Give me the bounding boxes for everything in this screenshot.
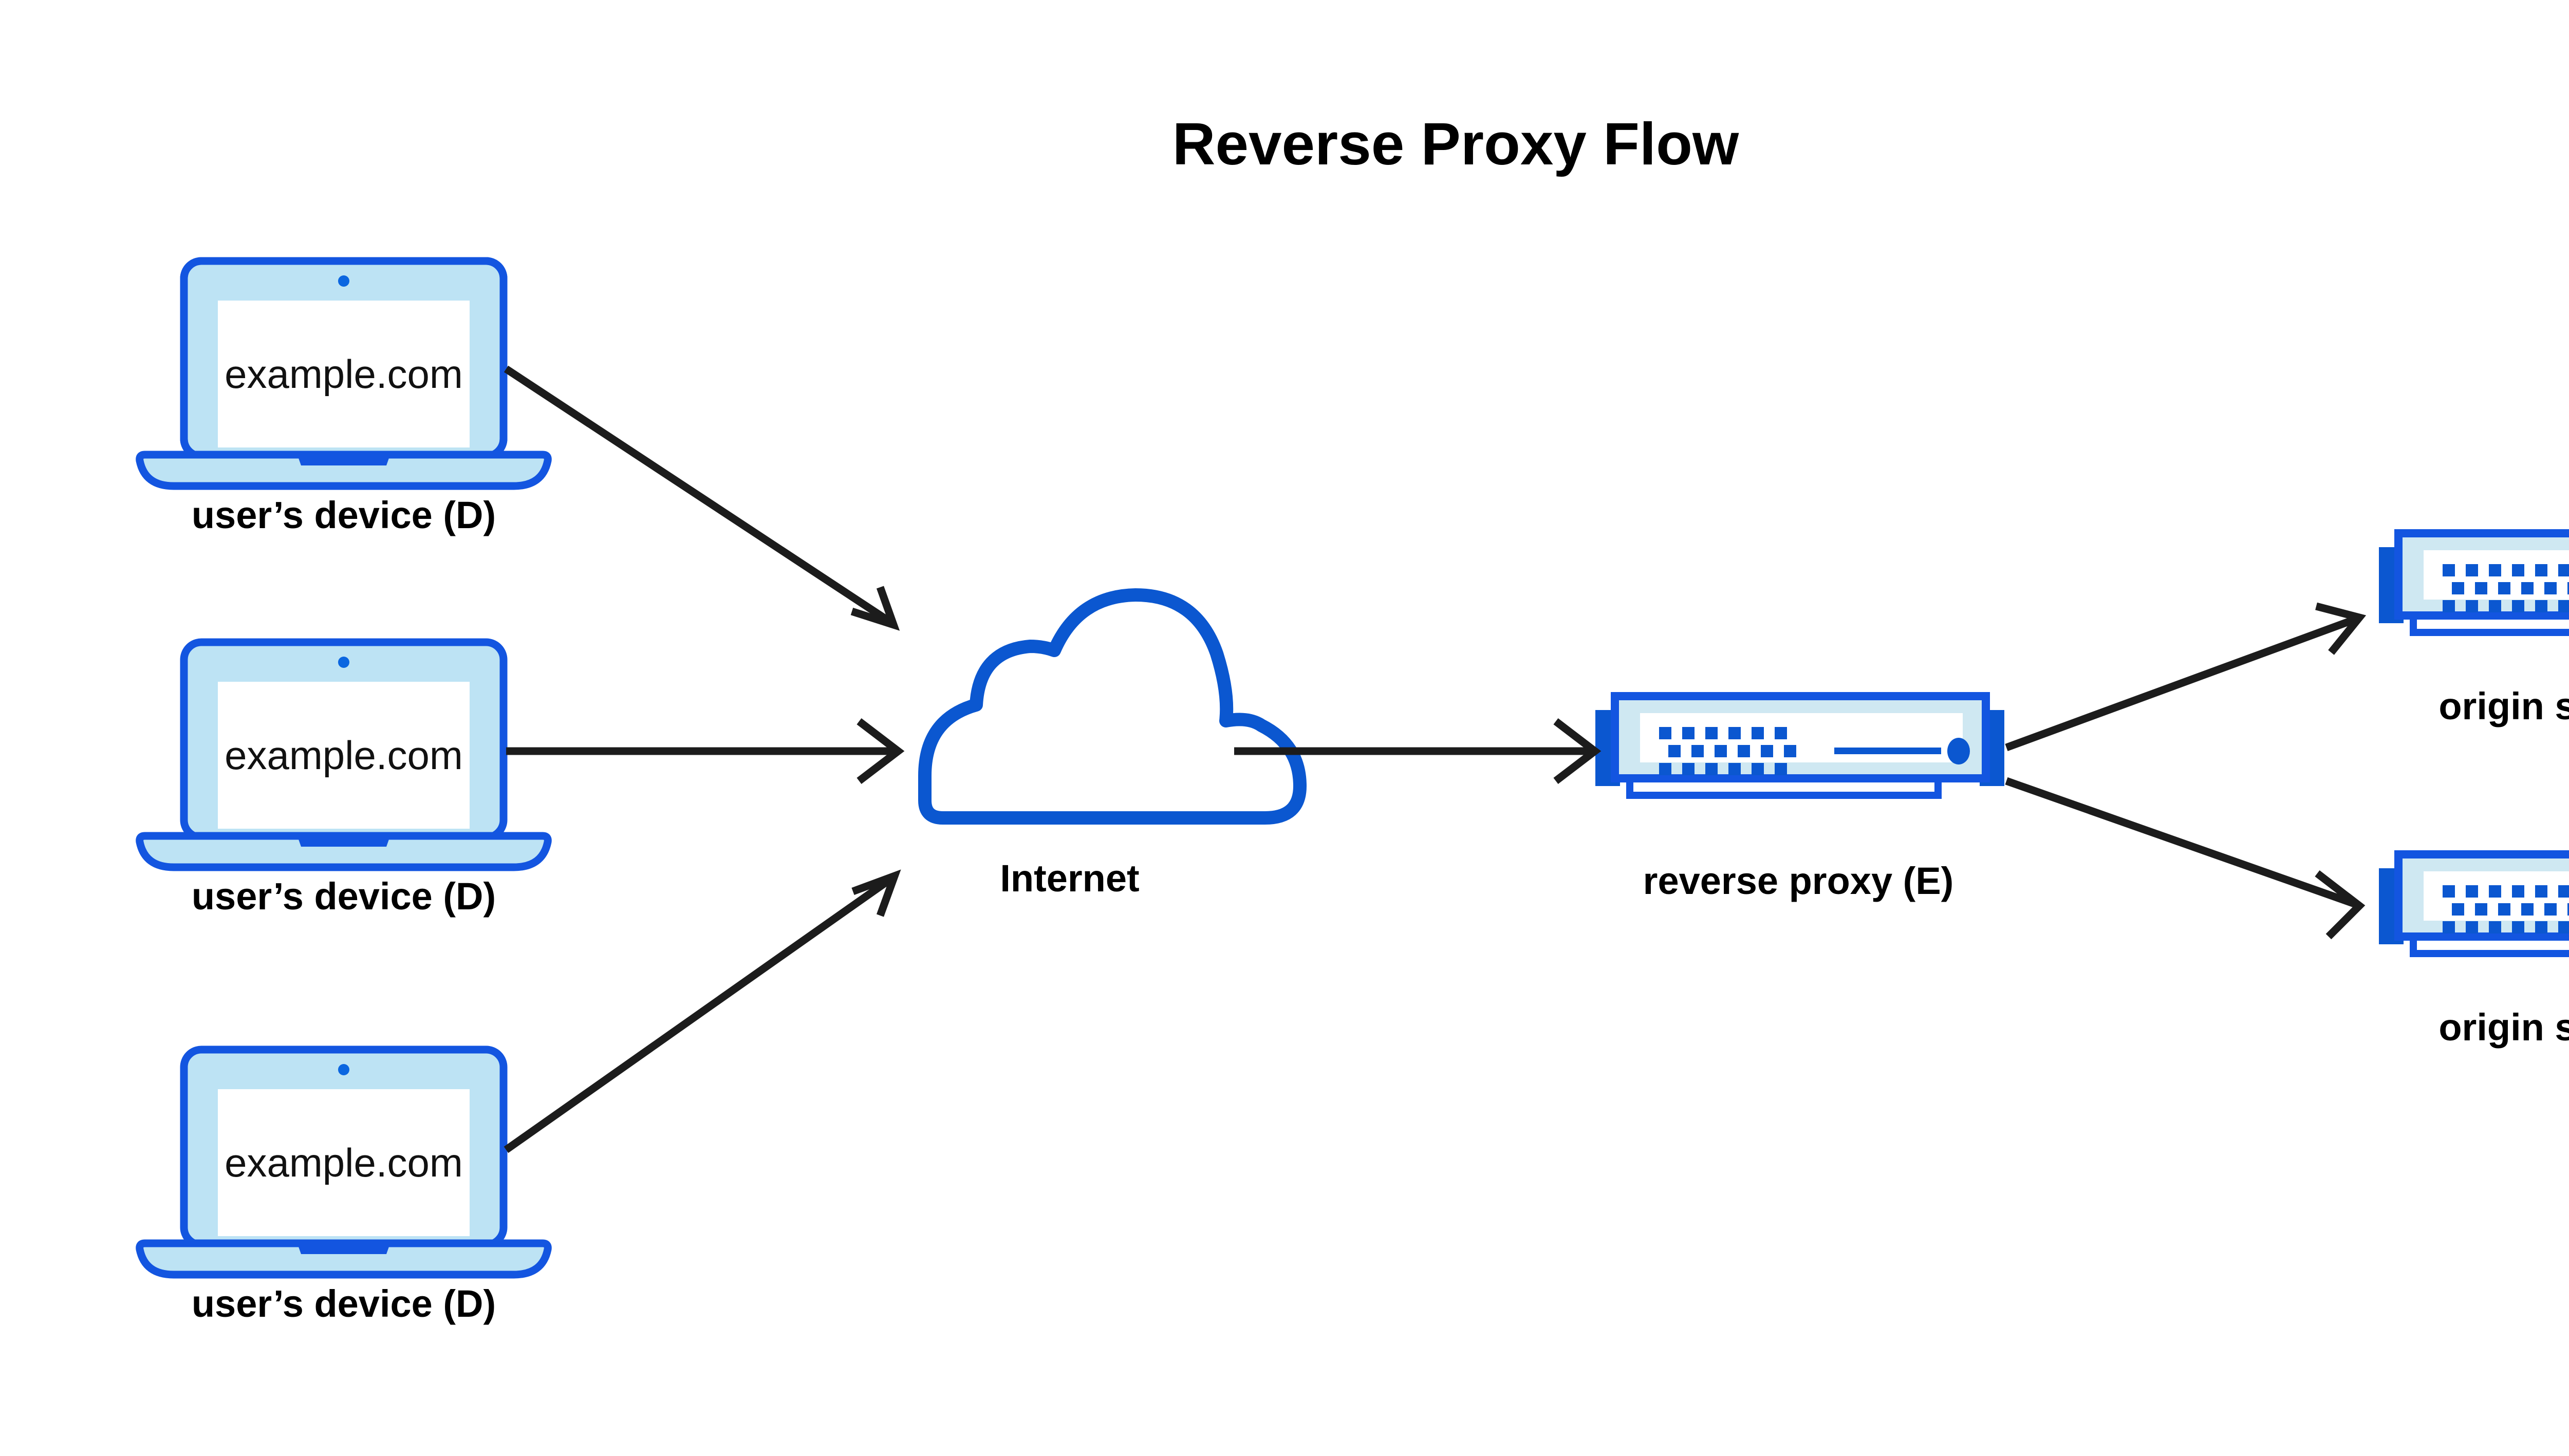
laptop-screen — [218, 682, 470, 829]
user-device-1-label: user’s device (D) — [192, 494, 496, 536]
origin-server-2[interactable]: origin server (F) — [2379, 850, 2569, 1049]
laptop-screen-text: example.com — [225, 351, 463, 397]
arrow-device1-to-internet — [504, 365, 900, 631]
arrow-proxy-to-origin2 — [2005, 777, 2366, 940]
laptop-base — [136, 451, 552, 490]
cloud-icon — [918, 588, 1307, 825]
internet-cloud[interactable]: Internet — [918, 588, 1307, 900]
reverse-proxy[interactable]: reverse proxy (E) — [1595, 692, 2004, 902]
server-icon — [2379, 850, 2569, 957]
camera-dot-icon — [338, 1064, 349, 1075]
laptop-screen-text: example.com — [225, 1140, 463, 1185]
laptop-screen — [218, 1089, 470, 1236]
connector-layer — [504, 365, 2367, 1153]
user-device-1[interactable]: example.com user’s device (D) — [136, 257, 552, 536]
laptop-icon: example.com — [136, 257, 552, 490]
reverse-proxy-label: reverse proxy (E) — [1643, 860, 1954, 902]
server-icon — [1595, 692, 2004, 799]
server-status-line-icon — [1834, 748, 1941, 754]
server-icon — [2379, 529, 2569, 636]
user-device-3-label: user’s device (D) — [192, 1282, 496, 1325]
internet-label: Internet — [1000, 857, 1139, 900]
camera-dot-icon — [338, 275, 349, 287]
server-port-grid-icon — [2443, 564, 2569, 612]
origin-server-2-label: origin server (F) — [2438, 1006, 2569, 1049]
server-port-grid-icon — [1659, 727, 1796, 775]
server-port-grid-icon — [2443, 885, 2569, 934]
laptop-base — [136, 1239, 552, 1279]
laptop-notch — [298, 1245, 389, 1254]
arrow-internet-to-proxy — [1234, 718, 1602, 784]
laptop-base — [136, 832, 552, 871]
origin-server-1[interactable]: origin server (F) — [2379, 529, 2569, 727]
laptop-screen-text: example.com — [225, 733, 463, 778]
user-device-2-label: user’s device (D) — [192, 875, 496, 918]
arrow-device2-to-internet — [506, 718, 905, 784]
server-status-led-icon — [1947, 738, 1970, 764]
laptop-icon: example.com — [136, 1046, 552, 1279]
origin-server-1-label: origin server (F) — [2438, 685, 2569, 727]
laptop-screen — [218, 301, 470, 447]
laptop-notch — [298, 457, 389, 465]
camera-dot-icon — [338, 657, 349, 668]
user-device-2[interactable]: example.com user’s device (D) — [136, 638, 552, 918]
laptop-icon: example.com — [136, 638, 552, 871]
user-device-3[interactable]: example.com user’s device (D) — [136, 1046, 552, 1325]
page-title: Reverse Proxy Flow — [1172, 110, 1739, 177]
arrow-proxy-to-origin1 — [2005, 602, 2367, 752]
arrow-device3-to-internet — [504, 869, 901, 1153]
laptop-notch — [298, 838, 389, 847]
